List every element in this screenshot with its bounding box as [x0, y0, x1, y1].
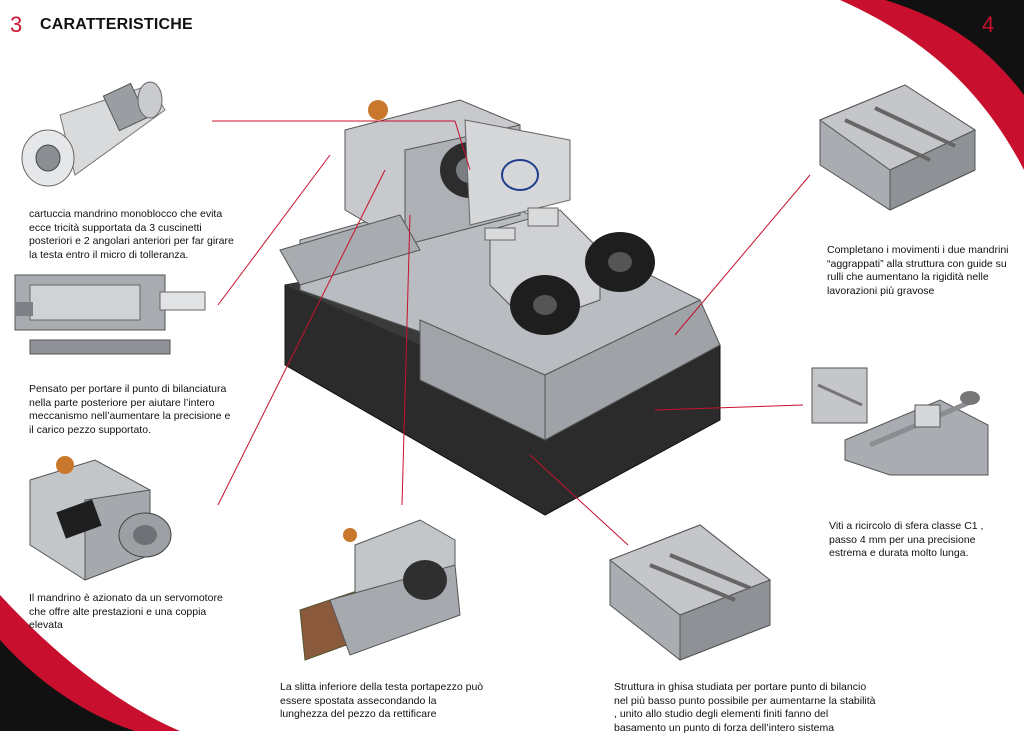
caption-ballscrew: Viti a ricircolo di sfera classe C1 , pa…	[829, 520, 984, 560]
cast-base-illustration	[609, 524, 771, 661]
slide-illustration	[299, 519, 461, 661]
caption-balance: Pensato per portare il punto di bilancia…	[29, 383, 231, 436]
page-number-right: 4	[982, 12, 995, 37]
spindle-cartridge-illustration	[21, 81, 166, 187]
main-machine-illustration	[279, 99, 721, 516]
top-right-swoosh-black	[885, 0, 1024, 95]
page-number-left: 3	[10, 12, 23, 37]
caption-servo: Il mandrino è azionato da un servomotore…	[29, 592, 223, 632]
ballscrew-illustration	[811, 367, 989, 476]
caption-guides: Completano i movimenti i due mandrini “a…	[827, 244, 1009, 297]
caption-spindle: cartuccia mandrino monoblocco che evita …	[29, 208, 234, 261]
guides-illustration	[818, 84, 977, 211]
caption-cast: Struttura in ghisa studiata per portare …	[614, 681, 876, 734]
balance-section-illustration	[14, 274, 206, 355]
page-title: CARATTERISTICHE	[40, 16, 193, 33]
callout-lines	[212, 120, 811, 546]
caption-slide: La slitta inferiore della testa portapez…	[280, 681, 484, 721]
bottom-left-swoosh-black	[0, 640, 135, 731]
servo-head-illustration	[29, 456, 172, 581]
